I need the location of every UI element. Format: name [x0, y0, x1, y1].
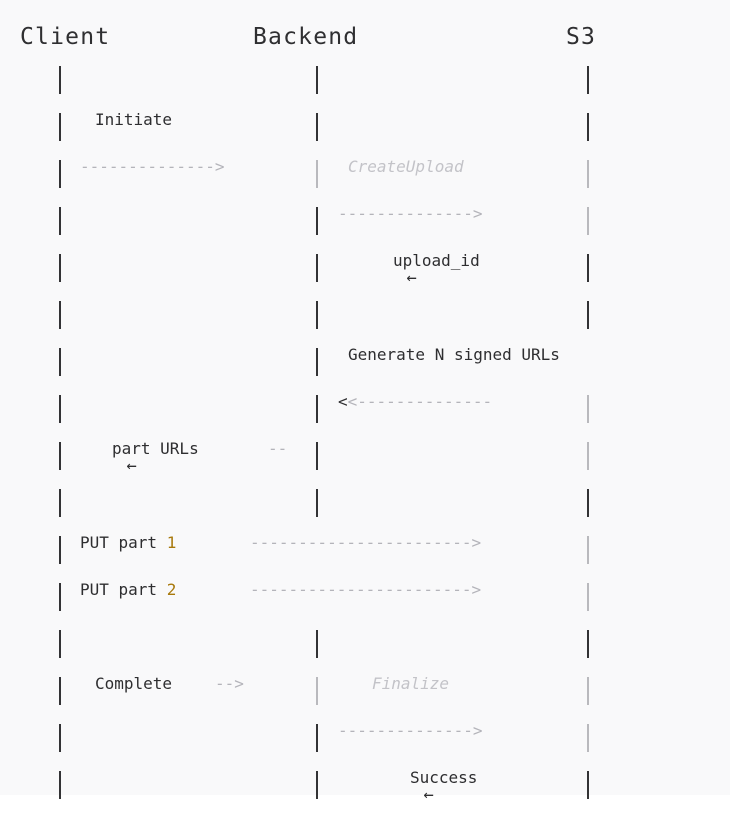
- lifeline-s3-r11: [587, 536, 589, 564]
- row-part-urls: ← part URLs --: [0, 425, 730, 476]
- lifeline-s3-r10: [587, 489, 589, 517]
- lifeline-client-r10: [59, 489, 61, 517]
- lifeline-client-r5: [59, 254, 61, 282]
- note-finalize: Finalize: [372, 674, 450, 693]
- arrow-dashes: <--------------: [347, 392, 493, 411]
- row-upload-id: ← upload_id: [0, 237, 730, 288]
- lifeline-client-r1: [59, 66, 61, 94]
- arrow-tail-part-urls: --: [268, 439, 288, 458]
- lifeline-client-r16: [59, 771, 61, 799]
- lifeline-s3-r14: [587, 677, 589, 705]
- lifeline-s3-r2: [587, 113, 589, 141]
- row-s3-to-backend: <<--------------: [0, 378, 730, 425]
- lane-label-s3: S3: [566, 24, 597, 50]
- lifeline-client-r2: [59, 113, 61, 141]
- lifeline-backend-r6: [316, 301, 318, 329]
- lifeline-client-r3: [59, 160, 61, 188]
- row-initiate: Initiate: [0, 96, 730, 143]
- lifeline-client-r15: [59, 724, 61, 752]
- lifeline-backend-r8: [316, 395, 318, 423]
- left-arrow-icon-upload-id: ←: [406, 268, 417, 288]
- lifeline-client-r8: [59, 395, 61, 423]
- diagram-sheet: [0, 0, 730, 795]
- lifeline-s3-r15: [587, 724, 589, 752]
- put-part-2-number: 2: [166, 580, 177, 599]
- lifeline-s3-r4: [587, 207, 589, 235]
- message-put-part-1: PUT part 1: [80, 519, 176, 566]
- arrow-put-part-2: ----------------------->: [250, 580, 482, 599]
- lifeline-s3-r12: [587, 583, 589, 611]
- message-put-part-2: PUT part 2: [80, 566, 176, 613]
- lifeline-client-r12: [59, 583, 61, 611]
- lifeline-client-r13: [59, 630, 61, 658]
- lifeline-backend-r10: [316, 489, 318, 517]
- lifeline-s3-r9: [587, 442, 589, 470]
- put-part-2-label: PUT part: [80, 580, 167, 599]
- lifeline-backend-r5: [316, 254, 318, 282]
- lane-header-row: Client Backend S3: [0, 14, 730, 61]
- left-arrow-icon-success: ←: [423, 785, 434, 805]
- note-generate-signed-urls: Generate N signed URLs: [348, 345, 560, 364]
- lifeline-backend-r4: [316, 207, 318, 235]
- row-backend-to-s3: -------------->: [0, 190, 730, 237]
- put-part-1-number: 1: [166, 533, 177, 552]
- lifeline-backend-r9: [316, 442, 318, 470]
- lifeline-client-r14: [59, 677, 61, 705]
- lifeline-backend-r2: [316, 113, 318, 141]
- lifeline-s3-r16: [587, 771, 589, 799]
- lifeline-backend-r14: [316, 677, 318, 705]
- return-success: Success: [410, 768, 478, 787]
- message-initiate: Initiate: [95, 110, 173, 129]
- lifeline-s3-r3: [587, 160, 589, 188]
- arrow-backend-to-s3: -------------->: [338, 204, 483, 223]
- lifeline-s3-r5: [587, 254, 589, 282]
- lifeline-s3-r1: [587, 66, 589, 94]
- lifeline-s3-r6: [587, 301, 589, 329]
- row-put-part-2: PUT part 2 ----------------------->: [0, 566, 730, 613]
- lifeline-client-r6: [59, 301, 61, 329]
- arrow-finalize-to-s3: -------------->: [338, 721, 483, 740]
- lane-label-client: Client: [20, 24, 111, 50]
- lifeline-client-r11: [59, 536, 61, 564]
- lifeline-client-r9: [59, 442, 61, 470]
- arrowhead-left-icon: <: [338, 392, 348, 411]
- arrow-s3-to-backend: <<--------------: [338, 378, 492, 425]
- lifeline-backend-r7: [316, 348, 318, 376]
- left-arrow-icon-part-urls: ←: [126, 456, 137, 476]
- lane-label-backend: Backend: [253, 24, 359, 50]
- note-create-upload: CreateUpload: [348, 157, 464, 176]
- row-finalize-to-s3: -------------->: [0, 707, 730, 754]
- arrow-client-to-backend: -------------->: [80, 157, 225, 176]
- row-success: ← Success: [0, 754, 730, 805]
- row-create-upload: --------------> CreateUpload: [0, 143, 730, 190]
- return-upload-id: upload_id: [393, 251, 480, 270]
- put-part-1-label: PUT part: [80, 533, 167, 552]
- lifeline-backend-r16: [316, 771, 318, 799]
- lifeline-backend-r15: [316, 724, 318, 752]
- lifeline-client-r7: [59, 348, 61, 376]
- lifeline-backend-r1: [316, 66, 318, 94]
- row-put-part-1: PUT part 1 ----------------------->: [0, 519, 730, 566]
- arrow-complete: -->: [215, 674, 244, 693]
- row-generate-urls: Generate N signed URLs: [0, 331, 730, 378]
- message-complete: Complete: [95, 674, 173, 693]
- lifeline-s3-r8: [587, 395, 589, 423]
- row-complete: Complete --> Finalize: [0, 660, 730, 707]
- arrow-put-part-1: ----------------------->: [250, 533, 482, 552]
- return-part-urls: part URLs: [112, 439, 199, 458]
- lifeline-client-r4: [59, 207, 61, 235]
- lifeline-backend-r3: [316, 160, 318, 188]
- lifeline-backend-r13: [316, 630, 318, 658]
- lifeline-s3-r13: [587, 630, 589, 658]
